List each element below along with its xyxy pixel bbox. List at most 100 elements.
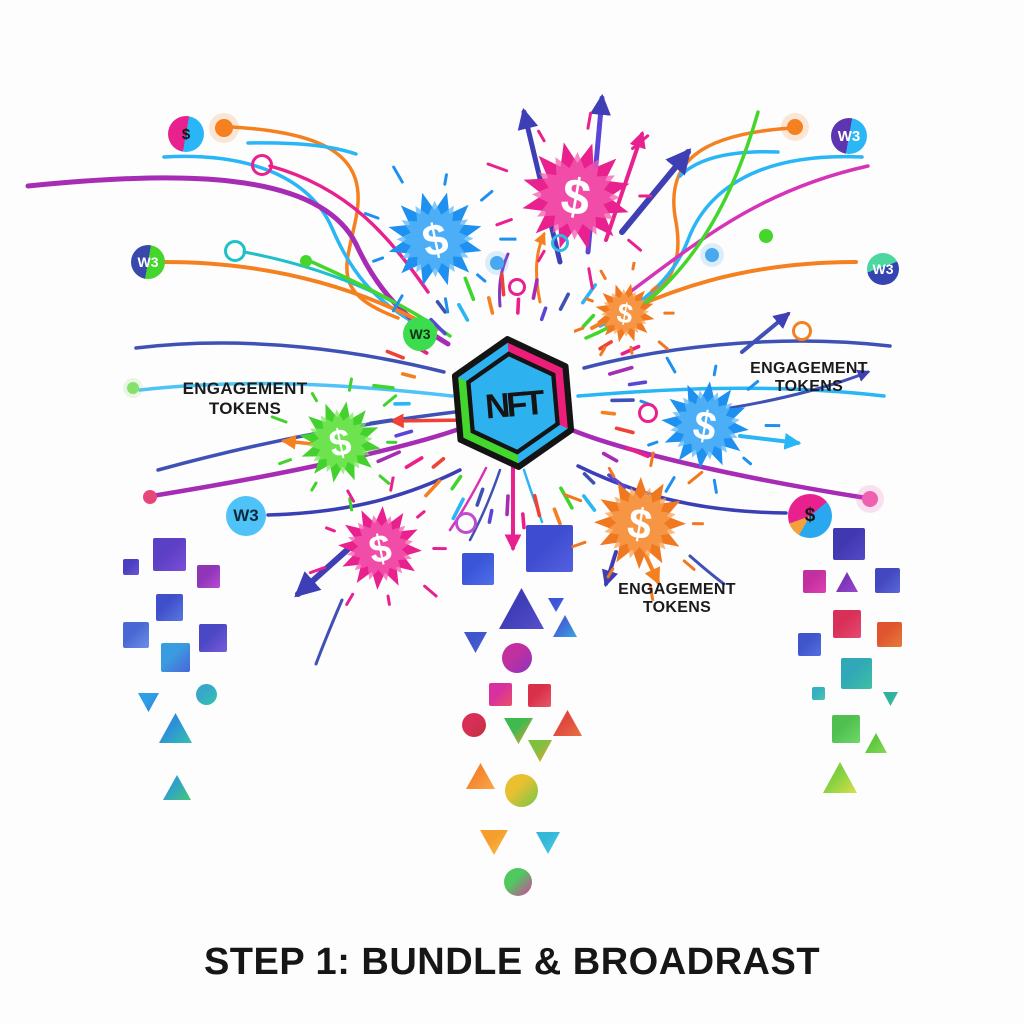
spark-dash: [746, 379, 760, 391]
step-title: STEP 1: BUNDLE & BROADRAST: [203, 941, 821, 983]
starburst-orange-bottom-right: $: [562, 445, 718, 604]
cascade-center-sq: [528, 684, 551, 707]
spark-dash: [537, 249, 546, 263]
nft-hexagon: NFT: [451, 336, 575, 470]
ray-dash: [372, 383, 395, 390]
spark-dash: [416, 510, 426, 519]
spark-dash: [537, 129, 546, 143]
spark-dash: [363, 212, 380, 220]
badge-w3-bottom-left: W3: [226, 496, 266, 536]
badge-w3-right: W3: [867, 253, 899, 285]
ray-dash: [451, 497, 465, 521]
node-dot-12: [143, 490, 157, 504]
curve-pink-top-left: [268, 164, 430, 294]
curve-blue-left: [134, 341, 446, 374]
line-label-bottom-3: [688, 554, 726, 586]
node-ring-1: [251, 154, 273, 176]
fan-line-3: [448, 466, 488, 532]
arrow-up-orange-small: [534, 231, 546, 304]
starburst-svg: $: [571, 256, 675, 357]
label-line: ENGAGEMENT: [182, 379, 308, 398]
spark-dash: [346, 489, 356, 503]
label-line: TOKENS: [208, 398, 282, 418]
node-ring-6: [551, 234, 569, 252]
ray-dash: [487, 508, 494, 524]
spark-dash: [664, 476, 676, 493]
cascade-center-ci: [462, 713, 486, 737]
spark-dash: [631, 256, 637, 271]
ray-dash: [607, 365, 634, 376]
ray-dash: [601, 451, 619, 463]
starburst-svg: $: [563, 451, 705, 604]
spark-dash: [372, 256, 385, 263]
curve-purple-bottom-right: [569, 427, 869, 501]
cascade-center-sq: [489, 683, 512, 706]
starburst-green-left: $: [270, 372, 409, 515]
spark-dash: [712, 478, 718, 494]
spark-dash: [649, 451, 655, 468]
node-glow-4: [490, 256, 504, 270]
ray-dash: [394, 429, 414, 438]
cascade-right-sq: [812, 687, 825, 700]
curve-cyan-top-left: [162, 154, 422, 328]
cascade-left-sq: [123, 622, 149, 648]
spark-dash: [627, 238, 643, 252]
ray-dash: [614, 426, 635, 435]
spark-dash: [382, 394, 398, 407]
arrow-label-bottom-2: [644, 554, 660, 586]
star-inner: [347, 515, 413, 581]
node-glow-11: [127, 382, 139, 394]
star-inner: [604, 487, 676, 559]
ray-dash: [627, 380, 648, 387]
spark-dash: [486, 162, 509, 173]
node-ring-14: [455, 512, 477, 534]
spark-dash: [648, 584, 655, 604]
badge-w3-left: W3: [131, 245, 165, 279]
star-inner: [307, 409, 373, 475]
spark-dash: [392, 165, 404, 184]
spark-dash: [712, 364, 718, 377]
ray-dash: [368, 418, 394, 426]
label-line: TOKENS: [774, 378, 844, 396]
badge-dollar-top-left: $: [168, 116, 204, 152]
badge-w3-top-right: W3: [831, 118, 867, 154]
ray-dash: [582, 472, 596, 485]
spark-dash: [599, 269, 607, 280]
dollar-symbol: $: [615, 297, 636, 330]
star-inner: [601, 289, 649, 337]
line-down-from-pink-star: [314, 598, 344, 666]
arrow-to-label-right: [728, 369, 871, 410]
cascade-center-ci: [504, 868, 532, 896]
cascade-left-sq: [197, 565, 220, 588]
ray-dash: [607, 473, 627, 489]
spark-dash: [391, 294, 404, 313]
curve-cyan-right: [576, 386, 886, 398]
ray-dash: [457, 302, 470, 322]
ray-dash: [424, 479, 442, 498]
spark-dash: [665, 356, 677, 374]
ray-dash: [463, 276, 476, 302]
ray-dash: [532, 493, 542, 518]
cascade-right-sq: [875, 568, 900, 593]
ray-dash: [581, 494, 597, 512]
node-glow-10: [787, 119, 803, 135]
badge-w3-center-green: W3: [403, 317, 437, 351]
nft-label: NFT: [484, 384, 547, 427]
ray-dash: [581, 313, 596, 329]
spark-dash: [647, 440, 659, 447]
spark-dash: [476, 273, 487, 283]
spark-dash: [310, 392, 318, 403]
ray-dash: [505, 494, 510, 517]
star-inner: [396, 200, 474, 278]
spark-dash: [682, 559, 696, 571]
cascade-left-sq: [123, 559, 139, 575]
hexagon-outline: [451, 336, 575, 470]
node-ring-2: [224, 240, 246, 262]
curve-orange-left: [162, 260, 438, 332]
cascade-right-sq: [803, 570, 826, 593]
spark-dash: [687, 470, 704, 485]
